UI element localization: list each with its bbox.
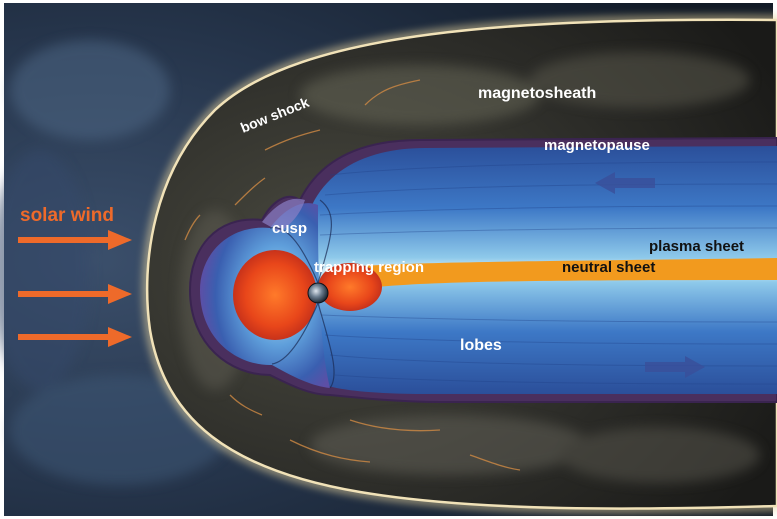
label-lobes: lobes — [460, 337, 502, 354]
solar-wind-arrow — [18, 327, 132, 347]
sheath-flow-lines — [184, 79, 521, 471]
trapping-region-nightside — [318, 263, 382, 311]
label-magnetopause: magnetopause — [544, 137, 650, 154]
tail-flow-arrows — [595, 172, 705, 378]
label-neutral-sheet: neutral sheet — [562, 259, 655, 276]
label-magnetosheath: magnetosheath — [478, 85, 596, 102]
solar-wind-arrow — [18, 284, 132, 304]
label-solar-wind: solar wind — [20, 205, 114, 226]
trapping-region-dayside — [233, 250, 317, 340]
solar-wind-arrow — [18, 230, 132, 250]
label-cusp: cusp — [272, 220, 307, 237]
label-plasma-sheet: plasma sheet — [649, 238, 744, 255]
earth — [307, 282, 329, 304]
cusp-region — [262, 198, 305, 232]
solar-wind-arrows — [18, 230, 132, 347]
label-trapping-region: trapping region — [314, 259, 424, 276]
earth-field-lines — [269, 199, 335, 389]
neutral-sheet — [335, 258, 777, 292]
sheath-clouds — [180, 52, 760, 483]
field-lines — [319, 161, 777, 385]
